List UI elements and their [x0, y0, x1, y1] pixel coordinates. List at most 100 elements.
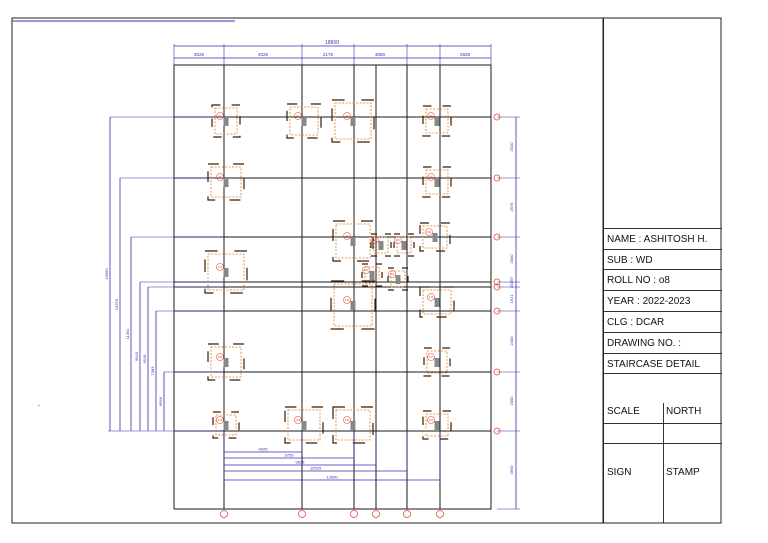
subject: SUB : WD — [607, 255, 653, 266]
footing-inner — [425, 413, 449, 437]
dim-label-left: 7383 — [150, 366, 155, 376]
footing-label: F14 — [345, 298, 350, 302]
title-roll-row: ROLL NO : o8 — [604, 269, 722, 290]
dim-label-right: 2400 — [509, 336, 514, 346]
grid-bubble — [493, 368, 501, 376]
footing-inner — [210, 346, 242, 378]
drawing-number: DRAWING NO. : — [607, 338, 682, 349]
footing-tag — [216, 416, 224, 424]
column — [432, 233, 438, 242]
north-label: NORTH — [666, 406, 702, 417]
footing-label: F2 — [296, 114, 300, 118]
footing-outline — [419, 222, 451, 252]
column — [223, 117, 229, 126]
footing-tag — [427, 353, 435, 361]
column — [434, 298, 440, 307]
left-stray-mark: - — [38, 403, 40, 409]
footing-label: F8 — [373, 238, 377, 242]
grid-bubble — [220, 510, 228, 518]
footing-tag — [343, 416, 351, 424]
footing-outline — [422, 105, 452, 137]
dim-label-right: 1621 — [509, 294, 514, 304]
footing-label: F21 — [429, 418, 434, 422]
dim-label-left: 9516 — [142, 354, 147, 364]
grid-bubble — [493, 174, 501, 182]
footing-inner — [334, 102, 372, 140]
footing-outline — [387, 267, 409, 291]
scale-label: SCALE — [607, 406, 640, 417]
dim-label-right: 3310 — [509, 142, 514, 152]
footing-inner — [422, 289, 452, 315]
title-drawing-no-row: DRAWING NO. : — [604, 332, 722, 353]
dim-label-left: 19660 — [104, 268, 109, 280]
dim-label-left: 9943 — [134, 351, 139, 361]
footing-label: F13 — [390, 272, 395, 276]
footing-outline — [211, 104, 241, 138]
dim-label-right: 2000 — [509, 396, 514, 406]
footing-tag — [216, 112, 224, 120]
grid-bubble — [350, 510, 358, 518]
column — [301, 421, 307, 430]
column — [434, 358, 440, 367]
footing-inner — [333, 283, 373, 327]
footing-tag — [362, 266, 370, 274]
footing-tag — [371, 236, 379, 244]
column — [350, 237, 356, 246]
footing-tag — [427, 112, 435, 120]
sign-label: SIGN — [607, 467, 632, 478]
footing-tag — [427, 173, 435, 181]
column — [434, 178, 440, 187]
footing-label: F18 — [218, 418, 223, 422]
column — [434, 421, 440, 430]
footing-outline — [286, 103, 322, 139]
column — [395, 275, 401, 284]
footing-outline — [330, 280, 376, 330]
year: YEAR : 2022-2023 — [607, 296, 691, 307]
dim-label-bottom: 9625 — [296, 460, 306, 465]
title-name-row: NAME : ASHITOSH H. — [604, 228, 722, 249]
grid-bubbles — [220, 113, 501, 518]
footing-tag — [425, 228, 433, 236]
stamp-label: STAMP — [666, 467, 700, 478]
title-block: NAME : ASHITOSH H. SUB : WD ROLL NO : o8… — [603, 18, 722, 523]
grid-bubble — [298, 510, 306, 518]
footing-tag — [343, 232, 351, 240]
footing-label: F17 — [429, 355, 434, 359]
footing-tag — [394, 236, 402, 244]
footing-outline — [284, 406, 324, 444]
footing-inner — [364, 266, 380, 284]
footing-label: F7 — [345, 234, 349, 238]
grid-bubble — [493, 307, 501, 315]
footing-inner — [425, 169, 449, 195]
column — [401, 241, 407, 250]
dim-label-right: 2575 — [509, 202, 514, 212]
dim-label-right: 4650 — [509, 465, 514, 475]
footing-label: F10 — [427, 230, 432, 234]
footing-outline — [212, 411, 240, 439]
footing-inner — [335, 409, 371, 441]
footing-label: F19 — [296, 418, 301, 422]
title-drawing-title-row: STAIRCASE DETAIL — [604, 353, 722, 373]
footing-tag — [343, 296, 351, 304]
footing-inner — [287, 409, 321, 441]
grid-bubble — [403, 510, 411, 518]
grid-bubble — [493, 113, 501, 121]
footing-outline — [419, 286, 455, 318]
college: CLG : DCAR — [607, 317, 665, 328]
sheet-border — [11, 17, 722, 524]
title-year-row: YEAR : 2022-2023 — [604, 290, 722, 311]
column — [223, 421, 229, 430]
footing-tag — [388, 270, 396, 278]
footing-label: F9 — [396, 238, 400, 242]
grid-bubble — [493, 427, 501, 435]
dim-label-overall: 18650 — [325, 40, 339, 46]
footing-tag — [294, 416, 302, 424]
title-scale-row — [604, 373, 722, 423]
dim-label-top: 3025 — [194, 52, 205, 57]
footing-tag — [294, 112, 302, 120]
footing-outline — [361, 263, 383, 287]
footing-inner — [422, 225, 448, 249]
